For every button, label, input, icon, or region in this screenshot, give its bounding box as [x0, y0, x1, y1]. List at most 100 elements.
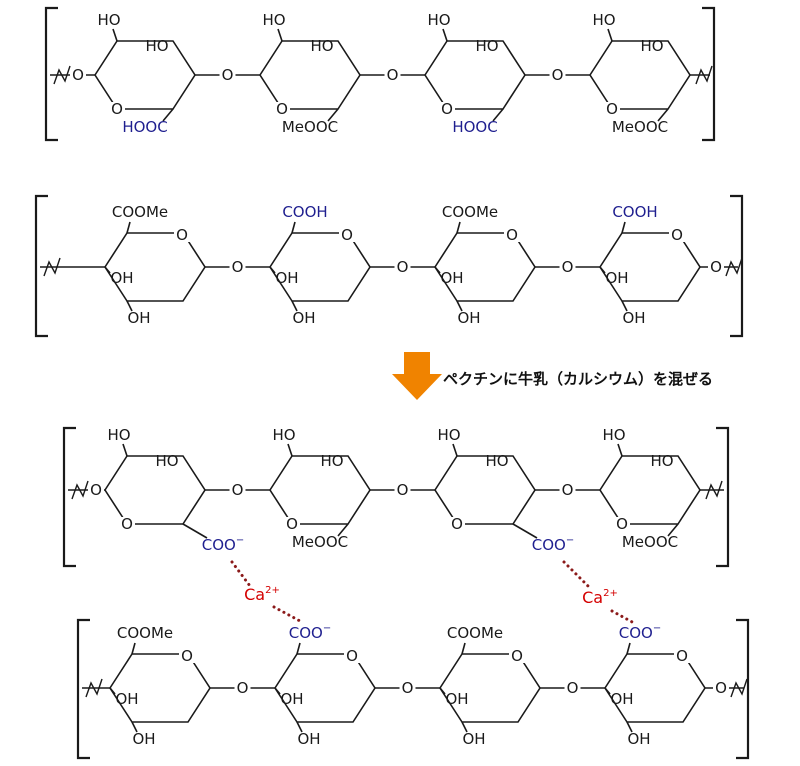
- bond: [456, 221, 461, 234]
- bond: [112, 28, 118, 42]
- glycosidic-oxygen-label: O: [562, 258, 574, 276]
- label-backplate: [229, 260, 246, 274]
- label-backplate: [394, 483, 411, 497]
- carboxyl-label: MeOOC: [612, 118, 668, 136]
- label-backplate: [174, 228, 190, 242]
- label-backplate: [229, 483, 246, 497]
- hydroxyl-label: HO: [640, 37, 663, 55]
- label-backplate: [549, 68, 566, 82]
- chain-break-squiggle: [725, 257, 743, 277]
- label-backplate: [604, 102, 620, 116]
- hydroxyl-label: HO: [427, 11, 450, 29]
- ionic-bond-dots: [272, 605, 302, 623]
- chain-break-squiggle: [730, 678, 748, 698]
- label-backplate: [504, 228, 520, 242]
- label-backplate: [713, 681, 729, 695]
- label-backplate: [708, 260, 724, 274]
- glycosidic-oxygen-label: O: [397, 258, 409, 276]
- ring-oxygen-label: O: [121, 515, 133, 533]
- glycosidic-oxygen-label: O: [562, 481, 574, 499]
- glycosidic-oxygen-label: O: [222, 66, 234, 84]
- bracket-right: [730, 194, 744, 338]
- bracket-left: [34, 194, 48, 338]
- bond: [277, 28, 283, 42]
- carboxyl-label: COOMe: [447, 624, 503, 642]
- chain-break-squiggle: [705, 480, 723, 500]
- hydroxyl-label: OH: [292, 309, 315, 327]
- carboxyl-label: MeOOC: [282, 118, 338, 136]
- bond: [452, 443, 458, 457]
- ring-oxygen-label: O: [111, 100, 123, 118]
- terminal-oxygen-label: O: [710, 258, 722, 276]
- carboxyl-label: COOMe: [112, 203, 168, 221]
- hydroxyl-label: OH: [115, 690, 138, 708]
- label-backplate: [674, 649, 690, 663]
- chain-break-squiggle: [43, 257, 61, 277]
- carboxylate-label: COO−: [202, 535, 244, 554]
- carboxylate-label: COO−: [619, 623, 661, 642]
- bond: [434, 266, 441, 274]
- bond: [621, 221, 626, 234]
- ring-oxygen-label: O: [286, 515, 298, 533]
- bracket-left: [76, 618, 90, 760]
- ring-oxygen-label: O: [276, 100, 288, 118]
- hydroxyl-label: OH: [445, 690, 468, 708]
- hydroxyl-label: OH: [462, 730, 485, 748]
- hydroxyl-label: OH: [132, 730, 155, 748]
- carboxyl-label: COOMe: [442, 203, 498, 221]
- bracket-right: [702, 6, 716, 142]
- hydroxyl-label: HO: [437, 426, 460, 444]
- hydroxyl-label: HO: [145, 37, 168, 55]
- hydroxyl-label: HO: [262, 11, 285, 29]
- label-backplate: [669, 228, 685, 242]
- label-backplate: [394, 260, 411, 274]
- arrow-caption: ペクチンに牛乳（カルシウム）を混ぜる: [443, 370, 714, 388]
- label-backplate: [284, 517, 300, 531]
- bond: [626, 642, 631, 655]
- bond: [126, 300, 133, 312]
- carboxyl-label: MeOOC: [622, 533, 678, 551]
- carboxyl-label: HOOC: [122, 118, 167, 136]
- bond: [617, 443, 623, 457]
- label-backplate: [119, 517, 135, 531]
- bond: [269, 266, 276, 274]
- bond: [461, 721, 468, 733]
- ring-oxygen-label: O: [616, 515, 628, 533]
- hydroxyl-label: HO: [602, 426, 625, 444]
- bond: [599, 266, 606, 274]
- glycosidic-oxygen-label: O: [232, 258, 244, 276]
- label-backplate: [274, 102, 290, 116]
- label-backplate: [109, 102, 125, 116]
- hydroxyl-label: HO: [320, 452, 343, 470]
- glycosidic-oxygen-label: O: [237, 679, 249, 697]
- bond: [337, 523, 349, 537]
- hydroxyl-label: OH: [457, 309, 480, 327]
- ring-oxygen-label: O: [451, 515, 463, 533]
- hydroxyl-label: HO: [650, 452, 673, 470]
- hydroxyl-label: OH: [297, 730, 320, 748]
- hydroxyl-label: HO: [272, 426, 295, 444]
- ionic-bond-dots: [230, 560, 252, 588]
- ring-oxygen-label: O: [346, 647, 358, 665]
- bond: [182, 523, 208, 539]
- carboxyl-label: COOH: [612, 203, 657, 221]
- label-backplate: [564, 681, 581, 695]
- label-backplate: [234, 681, 251, 695]
- bond: [122, 443, 128, 457]
- label-backplate: [179, 649, 195, 663]
- ring-oxygen-label: O: [181, 647, 193, 665]
- label-backplate: [88, 483, 104, 497]
- bond: [296, 642, 301, 655]
- bond: [131, 642, 136, 655]
- ring-oxygen-label: O: [441, 100, 453, 118]
- bracket-right: [736, 618, 750, 760]
- bond: [461, 642, 466, 655]
- carboxyl-label: MeOOC: [292, 533, 348, 551]
- carboxyl-label: HOOC: [452, 118, 497, 136]
- ring-oxygen-label: O: [606, 100, 618, 118]
- bond: [274, 687, 281, 695]
- down-arrow-icon: [392, 352, 442, 400]
- bond: [291, 300, 298, 312]
